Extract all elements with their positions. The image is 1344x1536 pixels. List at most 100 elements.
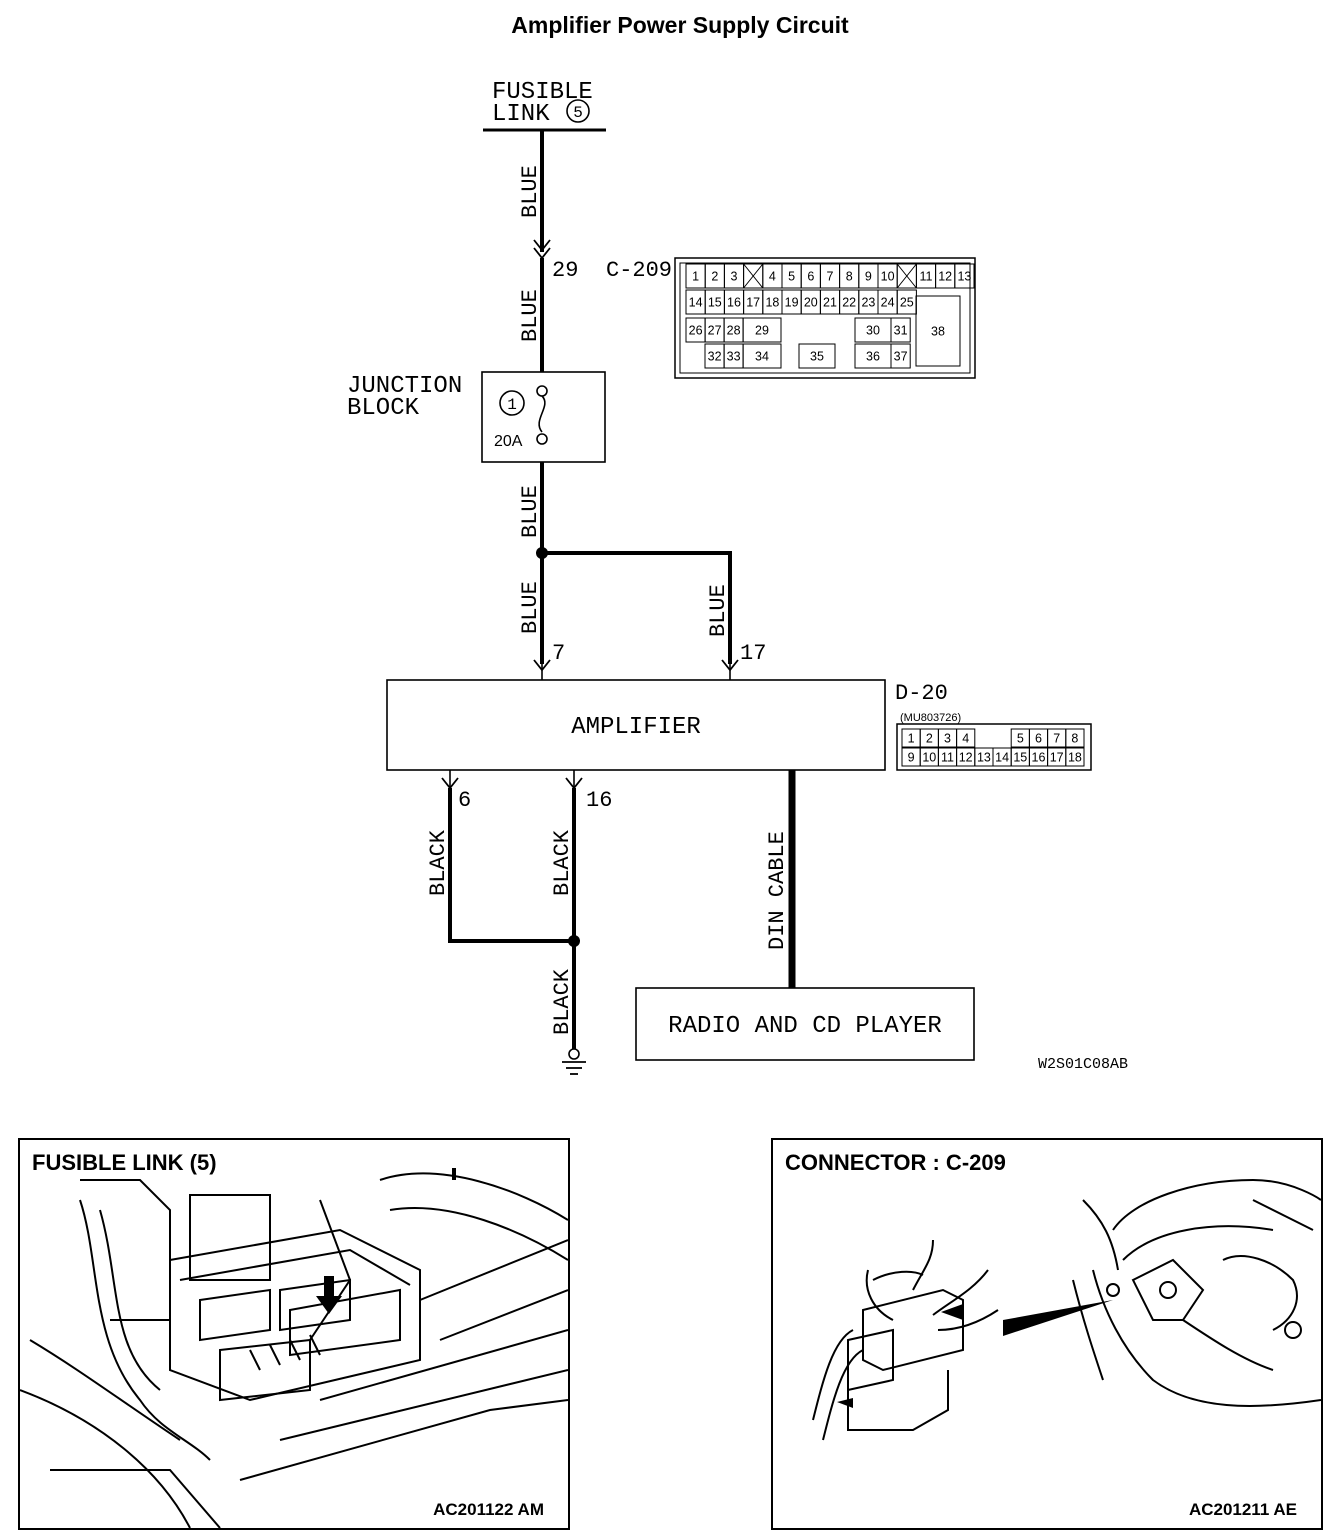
connector-panel-code: AC201211 AE [1188, 1500, 1297, 1519]
connector-panel-title: CONNECTOR : C-209 [783, 1150, 1008, 1176]
amplifier-label: AMPLIFIER [571, 714, 701, 741]
d20-pin-label: 11 [941, 751, 954, 765]
c209-pin-label: 2 [711, 270, 718, 284]
c209-pin-label: 26 [689, 324, 703, 338]
junction-block-label-line2: BLOCK [347, 395, 420, 422]
fusible-link-number: 5 [573, 104, 583, 122]
pin-16: 16 [586, 788, 612, 813]
c209-pin-label: 8 [846, 270, 853, 284]
fusible-link-panel-title: FUSIBLE LINK (5) [30, 1150, 219, 1176]
c209-cell [798, 343, 836, 369]
pin-7: 7 [552, 641, 565, 666]
c209-pin-label: 12 [938, 270, 952, 284]
d20-cell [956, 728, 976, 748]
c209-pin-label: 9 [865, 270, 872, 284]
splice-black [568, 935, 580, 947]
c209-pin-label: 17 [746, 296, 760, 310]
c209-pin-label: 33 [727, 350, 741, 364]
radio-label: RADIO AND CD PLAYER [668, 1013, 942, 1040]
c209-pin-label: 7 [827, 270, 834, 284]
fusible-link-number-circle [566, 99, 590, 123]
c209-pin-label: 20 [804, 296, 818, 310]
c209-pin-label: 13 [957, 270, 971, 284]
wire-label-blue-5: BLUE [706, 584, 731, 637]
pin-6: 6 [458, 788, 471, 813]
ground-symbol [562, 1048, 586, 1075]
wire-black-1 [448, 788, 574, 943]
c209-pin-label: 14 [689, 296, 703, 310]
c209-pin-label: 10 [881, 270, 895, 284]
din-cable-label: DIN CABLE [765, 831, 790, 950]
c209-pin-label: 3 [731, 270, 738, 284]
junction-block: JUNCTION BLOCK 1 20A [347, 371, 606, 463]
c209-pin-label: 1 [692, 270, 699, 284]
d20-pin-label: 9 [908, 751, 915, 765]
c209-pin-label: 35 [810, 350, 824, 364]
fusible-link-label-line1: FUSIBLE [492, 79, 593, 106]
dash-connector-illustration [812, 1178, 1321, 1441]
blank-cavity-mark [896, 263, 917, 289]
pin-29: 29 [552, 258, 578, 283]
d20-pin-label: 14 [995, 751, 1009, 765]
fuse-terminal-bottom [536, 433, 548, 445]
d20-pin-label: 4 [962, 732, 969, 746]
c209-pin-label: 34 [755, 350, 769, 364]
wire-label-black-3: BLACK [550, 968, 575, 1035]
d20-pin-label: 7 [1053, 732, 1060, 746]
d20-pin-label: 6 [1035, 732, 1042, 746]
connector-c209-location-panel: CONNECTOR : C-209 AC201211 AE [771, 1138, 1323, 1530]
junction-block-label-line1: JUNCTION [347, 373, 462, 400]
d20-pin-label: 8 [1071, 732, 1078, 746]
c209-pin-label: 24 [881, 296, 895, 310]
d20-pin-label: 15 [1013, 751, 1027, 765]
d20-pin-label: 17 [1050, 751, 1064, 765]
c209-pin-label: 36 [866, 350, 880, 364]
c209-pin-label: 21 [823, 296, 837, 310]
amp-ground-terminals [441, 777, 583, 790]
fuse-number-circle [499, 390, 525, 416]
c209-pin-label: 15 [708, 296, 722, 310]
wire-label-blue-1: BLUE [518, 165, 543, 218]
blank-cavity-mark [743, 263, 764, 289]
connector-d20-label: D-20 [895, 681, 948, 706]
fuse-terminal-top [536, 385, 548, 397]
fusible-link-location-panel: FUSIBLE LINK (5) [18, 1138, 570, 1530]
c209-pin-label: 25 [900, 296, 914, 310]
wire-label-blue-2: BLUE [518, 289, 543, 342]
c209-pin-label: 18 [765, 296, 779, 310]
d20-cell [1065, 728, 1085, 748]
c209-pin-label: 37 [894, 350, 908, 364]
d20-cell [1065, 747, 1085, 767]
fuse-number: 1 [507, 396, 517, 414]
wire-label-black-1: BLACK [426, 829, 451, 896]
connector-d20-part-no: (MU803726) [900, 712, 961, 724]
fuse-element [538, 395, 546, 433]
d20-pin-label: 3 [944, 732, 951, 746]
d20-pin-label: 10 [922, 751, 936, 765]
c209-pin-label: 19 [785, 296, 799, 310]
pin-17: 17 [740, 641, 766, 666]
c209-cell [890, 317, 911, 343]
d20-pin-label: 13 [977, 751, 991, 765]
wire-blue-branch [542, 551, 732, 664]
c209-pin-label: 23 [861, 296, 875, 310]
c209-cell [954, 263, 975, 289]
c209-pin-label: 29 [755, 324, 769, 338]
d20-pin-label: 16 [1032, 751, 1046, 765]
c209-cell [890, 343, 911, 369]
c209-pin-label: 32 [708, 350, 722, 364]
fusible-link-label-line2: LINK [492, 101, 550, 128]
d20-pin-label: 5 [1017, 732, 1024, 746]
c209-cell [742, 317, 782, 343]
fuse-rating: 20A [494, 433, 523, 450]
c209-pin-label: 5 [788, 270, 795, 284]
c209-cell [915, 295, 961, 367]
radio-box [635, 987, 975, 1061]
connector-c209-label: C-209 [606, 258, 672, 283]
d20-pin-label: 1 [908, 732, 915, 746]
c209-pin-label: 4 [769, 270, 776, 284]
c209-pin-label: 31 [894, 324, 908, 338]
c209-pin-label: 11 [920, 270, 933, 284]
wire-label-blue-4: BLUE [518, 581, 543, 634]
